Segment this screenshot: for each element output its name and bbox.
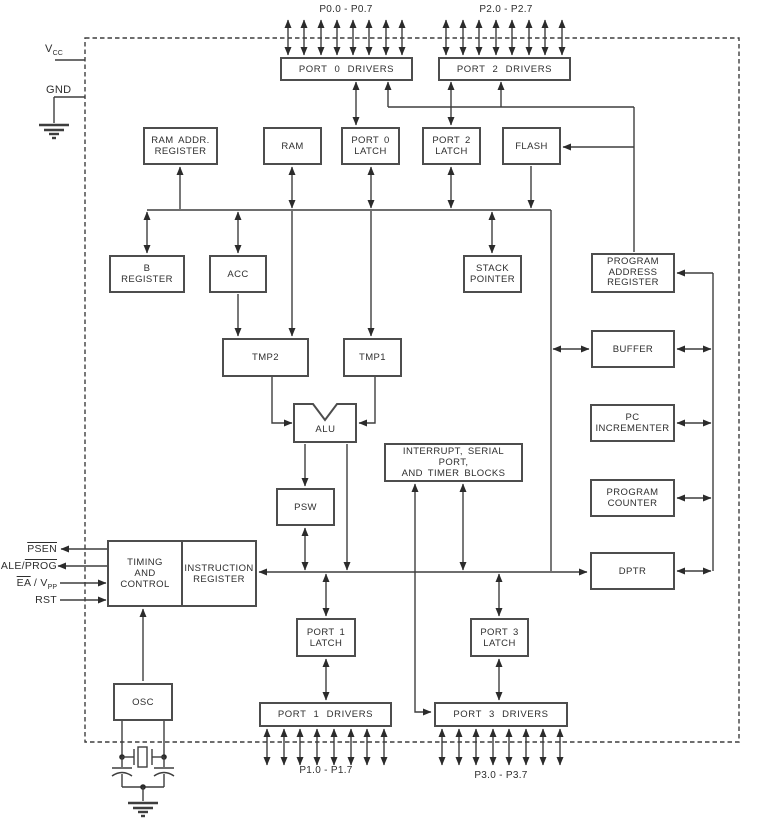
block-program-counter: PROGRAM COUNTER xyxy=(590,479,675,517)
signal-ale-prog: ALE/PROG xyxy=(0,560,57,572)
power-wires xyxy=(39,59,85,140)
block-stack-pointer: STACK POINTER xyxy=(463,255,522,293)
ground-icon xyxy=(128,801,158,818)
block-b-register: B REGISTER xyxy=(109,255,185,293)
block-pc-incrementer: PC INCREMENTER xyxy=(590,404,675,442)
block-port2-latch: PORT 2 LATCH xyxy=(422,127,481,165)
block-tmp1: TMP1 xyxy=(343,338,402,377)
block-osc: OSC xyxy=(113,683,173,721)
block-alu: ALU xyxy=(315,424,336,435)
crystal-oscillator-circuit xyxy=(111,721,175,818)
signal-psen: PSEN xyxy=(27,543,57,555)
gnd-label: GND xyxy=(46,84,72,96)
port0-pin-arrows xyxy=(284,19,406,56)
block-port0-drivers: PORT 0 DRIVERS xyxy=(280,57,413,81)
block-port3-drivers: PORT 3 DRIVERS xyxy=(434,702,568,727)
crystal-icon xyxy=(137,746,148,768)
port1-pin-arrows xyxy=(263,728,388,766)
block-acc: ACC xyxy=(209,255,267,293)
block-port3-latch: PORT 3 LATCH xyxy=(470,618,529,657)
block-timing-and-control: TIMING AND CONTROL xyxy=(107,540,183,607)
signal-rst: RST xyxy=(35,594,57,606)
port3-pin-arrows xyxy=(438,728,564,766)
block-port1-latch: PORT 1 LATCH xyxy=(296,618,356,657)
vcc-label: VCC xyxy=(45,43,63,58)
block-ram: RAM xyxy=(263,127,322,165)
block-port2-drivers: PORT 2 DRIVERS xyxy=(438,57,571,81)
ground-icon xyxy=(39,123,69,140)
block-instruction-register: INSTRUCTION REGISTER xyxy=(181,540,257,607)
block-flash: FLASH xyxy=(502,127,561,165)
pin-label-p0: P0.0 - P0.7 xyxy=(319,4,373,15)
pin-label-p3: P3.0 - P3.7 xyxy=(474,770,528,781)
port2-pin-arrows xyxy=(442,19,566,56)
signal-ea-vpp: EA / VPP xyxy=(16,577,57,592)
block-dptr: DPTR xyxy=(590,552,675,590)
block-psw: PSW xyxy=(276,488,335,526)
block-program-address-register: PROGRAM ADDRESS REGISTER xyxy=(591,253,675,293)
pin-label-p2: P2.0 - P2.7 xyxy=(479,4,533,15)
block-buffer: BUFFER xyxy=(591,330,675,368)
pin-label-p1: P1.0 - P1.7 xyxy=(299,765,353,776)
block-port1-drivers: PORT 1 DRIVERS xyxy=(259,702,392,727)
block-interrupt-serial-timer: INTERRUPT, SERIAL PORT, AND TIMER BLOCKS xyxy=(384,443,523,482)
block-tmp2: TMP2 xyxy=(222,338,309,377)
bus-wires xyxy=(143,81,714,716)
block-port0-latch: PORT 0 LATCH xyxy=(341,127,400,165)
block-ram-addr-register: RAM ADDR. REGISTER xyxy=(143,127,218,165)
